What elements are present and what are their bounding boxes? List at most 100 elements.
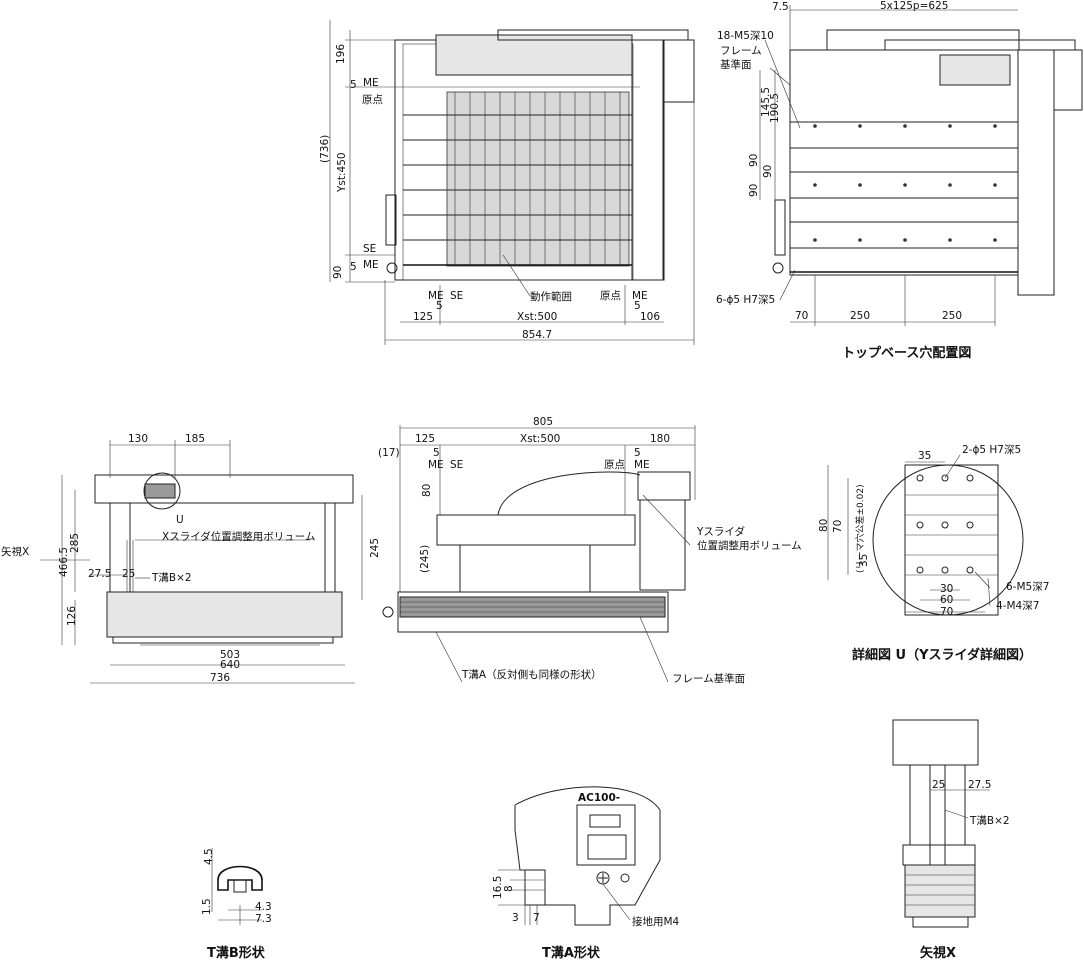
dim-5c: 5 [436, 300, 443, 312]
origin-bottom: 原点 [600, 290, 621, 302]
dim-7: 7 [533, 912, 540, 924]
dim-106: 106 [640, 311, 660, 323]
holes-h7: 6-ϕ5 H7深5 [716, 294, 775, 306]
dim-805: 805 [533, 416, 553, 428]
dim-125: 125 [415, 433, 435, 445]
label-u: U [176, 514, 184, 526]
hatched-work-area [446, 91, 630, 267]
dim-185: 185 [185, 433, 205, 445]
dim-70: 70 [832, 520, 844, 533]
origin-top: 原点 [362, 94, 383, 106]
dim-250a: 250 [850, 310, 870, 322]
dim-35top: 35 [918, 450, 931, 462]
se-left: SE [450, 459, 463, 471]
y-slider-1: Yスライダ [696, 525, 745, 538]
dim-16-5: 16.5 [492, 876, 504, 899]
side-view [40, 440, 363, 684]
dim-70b: 70 [940, 606, 953, 618]
dim-736-paren: (736) [319, 135, 331, 163]
front-view-labels: 805 (17) 125 Xst:500 180 5 ME SE 原点 5 ME… [378, 416, 802, 685]
dim-126: 126 [66, 606, 78, 626]
dim-35: 35 [858, 554, 870, 567]
dim-pitch: 5x125p=625 [880, 0, 948, 12]
dim-5b: 5 [350, 261, 357, 273]
dim-17: (17) [378, 447, 400, 459]
se-left: SE [363, 243, 376, 255]
dim-25: 25 [122, 568, 135, 580]
frame-ref: フレーム基準面 [672, 672, 745, 685]
caption-t-slot-b: T溝B形状 [207, 945, 266, 961]
dim-7-5: 7.5 [772, 1, 789, 13]
dim-80: 80 [818, 519, 830, 532]
dim-xst: Xst:500 [520, 433, 560, 445]
dim-90c: 90 [748, 184, 760, 197]
front-view [382, 425, 696, 683]
dim-130: 130 [128, 433, 148, 445]
dim-5d: 5 [634, 300, 641, 312]
dim-285: 285 [69, 533, 81, 553]
ac-label: AC100- [578, 792, 620, 804]
dim-27: 27.5 [968, 779, 991, 791]
detail-u-labels: 35 2-ϕ5 H7深5 80 70 (リーマ穴公差±0.02) 35 30 6… [818, 444, 1049, 618]
caption-t-slot-a: T溝A形状 [542, 945, 601, 961]
dim-30: 30 [940, 583, 953, 595]
dim-180: 180 [650, 433, 670, 445]
frame-ref-1: フレーム [720, 45, 762, 57]
dim-5b: 5 [634, 447, 641, 459]
t-slot-a-note: T溝A（反対側も同様の形状） [461, 668, 602, 681]
dim-xst: Xst:500 [517, 311, 557, 323]
dim-90a: 90 [748, 154, 760, 167]
dim-5a: 5 [350, 79, 357, 91]
base-view [759, 5, 1083, 326]
base-view-labels: 7.5 5x125p=625 18-M5深10 フレーム 基準面 145.5 1… [716, 0, 962, 322]
dim-854: 854.7 [522, 329, 552, 341]
caption-detail-u: 詳細図 U（Yスライダ詳細図） [852, 647, 1032, 663]
holes-m5: 18-M5深10 [717, 30, 774, 42]
x-slider-vol: Xスライダ位置調整用ボリューム [162, 530, 315, 543]
dim-466: 466.5 [58, 547, 70, 577]
dim-125: 125 [413, 311, 433, 323]
origin: 原点 [604, 459, 625, 471]
view-x [892, 719, 990, 928]
view-x-labels: 27.5 25 T溝B×2 [932, 779, 1010, 827]
frame-ref-2: 基準面 [720, 58, 752, 71]
dim-145: 145.5 [760, 87, 772, 117]
top-view [329, 20, 695, 345]
holes-m5: 6-M5深7 [1006, 581, 1049, 593]
dim-190: 190.5 [769, 93, 781, 123]
caption-view-x: 矢視X [920, 945, 956, 961]
me-bottom-right: ME [632, 290, 648, 302]
dim-70: 70 [795, 310, 808, 322]
dim-4-3: 4.3 [255, 901, 272, 913]
caption-top-base: トップベース穴配置図 [842, 345, 971, 361]
holes-h7: 2-ϕ5 H7深5 [962, 444, 1021, 456]
se-bottom: SE [450, 290, 463, 302]
t-slot-b-labels: 4.5 1.5 4.3 7.3 [201, 848, 272, 925]
t-slot-b-view [211, 848, 263, 925]
dim-90b: 90 [762, 165, 774, 178]
me-bottom-left: ME [428, 290, 444, 302]
dim-80: 80 [421, 484, 433, 497]
t-slot-a-view [498, 786, 661, 926]
view-x-arrow: 矢視X [1, 545, 29, 558]
dim-250b: 250 [942, 310, 962, 322]
reamer-note: (リーマ穴公差±0.02) [854, 484, 866, 573]
me-right: ME [634, 459, 650, 471]
me-top: ME [363, 77, 379, 89]
dim-5a: 5 [433, 447, 440, 459]
y-slider-2: 位置調整用ボリューム [697, 539, 802, 552]
me-left: ME [363, 259, 379, 271]
dim-503: 503 [220, 649, 240, 661]
dim-245-paren: (245) [419, 545, 431, 573]
side-view-labels: 130 185 U Xスライダ位置調整用ボリューム 矢視X 466.5 285 … [1, 433, 381, 684]
dim-196: 196 [335, 44, 347, 64]
motion-range: 動作範囲 [530, 290, 572, 303]
t-slot-b2: T溝B×2 [969, 814, 1010, 827]
dim-736: 736 [210, 672, 230, 684]
me-left: ME [428, 459, 444, 471]
dim-27: 27.5 [88, 568, 111, 580]
detail-u-view [827, 454, 1024, 616]
dim-3: 3 [512, 912, 519, 924]
dim-640: 640 [220, 659, 240, 671]
